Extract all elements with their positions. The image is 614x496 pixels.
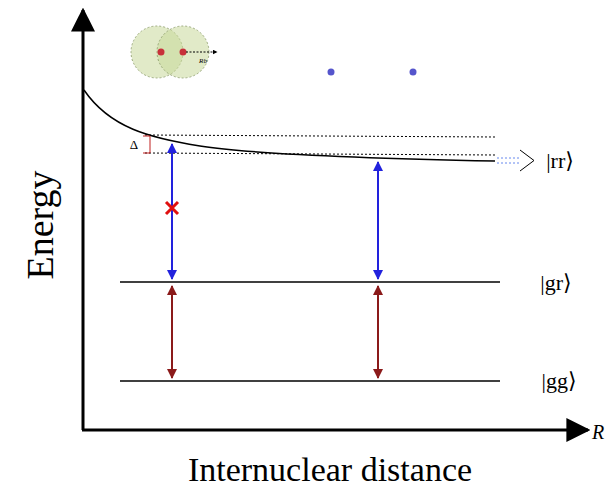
- hollow-arrowhead: [520, 150, 534, 171]
- dotted-line: [497, 158, 520, 159]
- atom: [158, 49, 165, 56]
- gg-level: [120, 380, 500, 382]
- blue-transition: [377, 162, 379, 279]
- red-transition: [377, 286, 379, 378]
- distance-axis: [82, 429, 588, 432]
- dotted-line: [145, 135, 495, 137]
- delta-bracket: [143, 136, 150, 153]
- gap-label: Δ: [130, 138, 138, 151]
- gr-level: [120, 281, 500, 283]
- atom: [180, 49, 187, 56]
- axis-title: Energy: [21, 170, 59, 279]
- axis-symbol: R: [592, 422, 604, 442]
- atom: [328, 69, 335, 76]
- state-label: |gr⟩: [540, 272, 571, 294]
- dotted-line: [145, 153, 495, 155]
- blocked-cross: [166, 202, 178, 214]
- rr-curve: [84, 90, 495, 161]
- radius-label: Rb: [199, 58, 207, 65]
- energy-axis: [82, 10, 85, 430]
- radius-arrow: [186, 52, 217, 53]
- red-transition: [171, 286, 173, 378]
- axis-title: Internuclear distance: [188, 453, 472, 487]
- atom: [410, 69, 417, 76]
- dotted-line: [497, 163, 520, 164]
- state-label: |gg⟩: [542, 370, 577, 392]
- blue-transition: [171, 144, 173, 279]
- state-label: |rr⟩: [546, 150, 574, 172]
